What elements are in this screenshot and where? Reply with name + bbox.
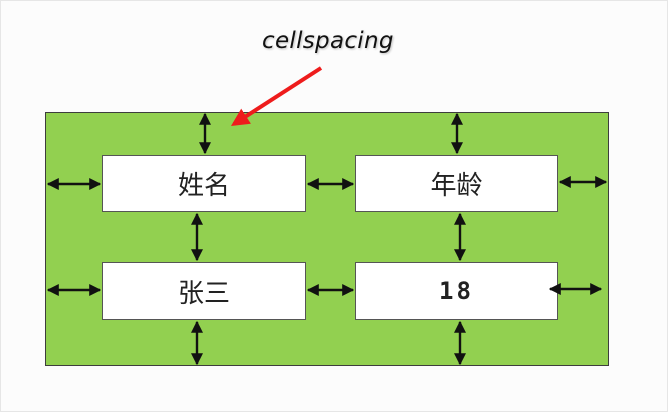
cellspacing-label: cellspacing: [262, 28, 394, 54]
table-background: [45, 112, 609, 366]
header-cell-name: 姓名: [102, 155, 306, 212]
data-cell-name: 张三: [102, 262, 306, 320]
header-cell-age: 年龄: [355, 155, 558, 212]
data-cell-age: 18: [355, 262, 558, 320]
